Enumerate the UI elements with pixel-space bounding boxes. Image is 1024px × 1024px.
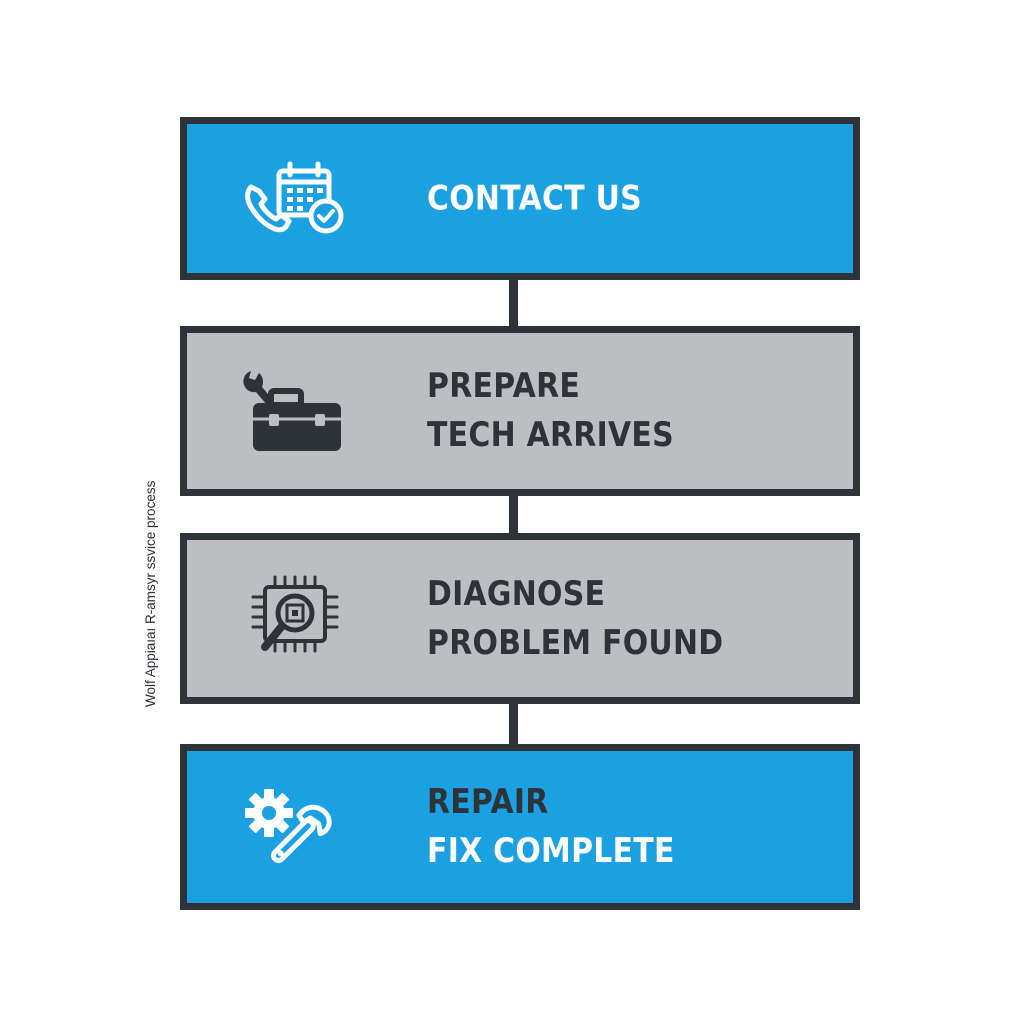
toolbox-wrench-icon <box>237 361 362 461</box>
step-contact-us-text: CONTACT US <box>427 174 671 223</box>
connector-1 <box>509 280 518 328</box>
connector-2 <box>509 494 518 536</box>
phone-calendar-check-icon <box>237 149 362 249</box>
step-diagnose-text: DIAGNOSE PROBLEM FOUND <box>427 570 764 668</box>
step-prepare-line-2: TECH ARRIVES <box>427 415 674 455</box>
step-prepare-text: PREPARE TECH ARRIVES <box>427 362 708 460</box>
side-caption: Wolf Appiaıaı R-amsyr ssvice process <box>143 480 158 707</box>
step-diagnose-line-1: DIAGNOSE <box>427 573 606 614</box>
step-contact-us: CONTACT US <box>180 117 860 280</box>
gear-wrench-icon <box>237 777 362 877</box>
step-repair: REPAIR FIX COMPLETE <box>180 744 860 910</box>
connector-3 <box>509 698 518 746</box>
step-repair-line-2: FIX COMPLETE <box>427 831 675 871</box>
step-prepare-line-1: PREPARE <box>427 366 581 406</box>
step-diagnose-line-2: PROBLEM FOUND <box>427 622 724 663</box>
step-repair-line-1: REPAIR <box>427 782 549 822</box>
chip-magnifier-icon <box>237 569 362 669</box>
step-repair-text: REPAIR FIX COMPLETE <box>427 778 708 876</box>
step-contact-us-line-1: CONTACT US <box>427 178 642 218</box>
step-prepare: PREPARE TECH ARRIVES <box>180 326 860 496</box>
step-diagnose: DIAGNOSE PROBLEM FOUND <box>180 533 860 704</box>
